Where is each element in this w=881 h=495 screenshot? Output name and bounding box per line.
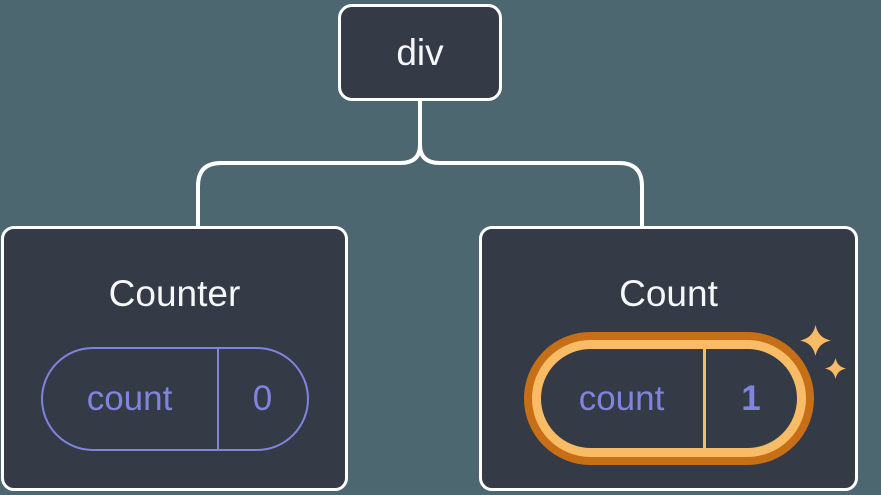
state-key: count: [541, 349, 706, 448]
state-pill-highlighted: count 1: [523, 332, 814, 465]
sparkle-icon: [825, 358, 846, 379]
connector-left-branch: [196, 99, 422, 230]
root-node-label: div: [396, 31, 444, 73]
component-card-counter: Counter count 0: [1, 226, 348, 491]
state-value: 0: [252, 379, 273, 418]
state-pill: count 0: [40, 347, 309, 451]
component-title: Counter: [108, 273, 241, 314]
connector-right-branch: [418, 99, 644, 230]
state-pill-inner-ring: count 1: [531, 340, 806, 457]
component-card-count: Count count 1: [479, 226, 858, 491]
root-node-div: div: [338, 4, 502, 101]
state-value: 1: [741, 378, 761, 418]
state-key: count: [43, 349, 219, 449]
component-title: Count: [619, 273, 718, 314]
sparkle-icon: [800, 325, 831, 356]
